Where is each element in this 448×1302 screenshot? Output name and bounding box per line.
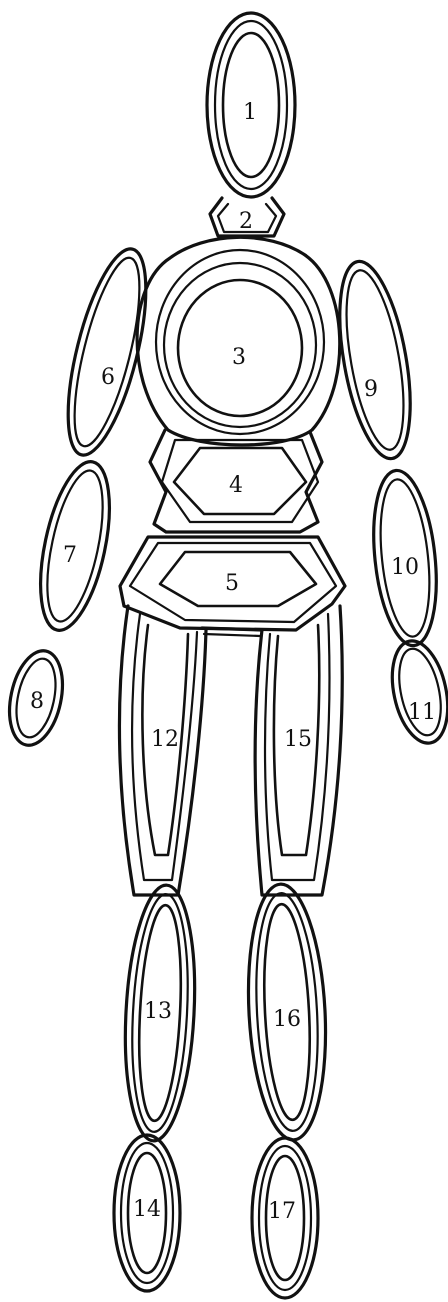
segment-chest-label: 3: [232, 345, 246, 370]
segment-left-thigh: 15: [255, 606, 342, 895]
segment-pelvis-label: 5: [225, 571, 239, 596]
segment-left-thigh-label: 15: [284, 727, 312, 752]
segment-right-hand: 8: [2, 646, 71, 750]
crotch-bar: [202, 628, 262, 636]
segment-right-upper-arm: 6: [52, 242, 162, 462]
segment-neck-label: 2: [239, 209, 253, 234]
segment-left-upper-arm-label: 9: [364, 377, 378, 402]
segment-right-foot-label: 14: [133, 1197, 161, 1222]
segment-left-foot: 17: [252, 1138, 318, 1298]
segment-left-forearm: 10: [366, 467, 444, 648]
segment-chest: 3: [137, 237, 340, 445]
segment-head: 1: [207, 13, 295, 197]
segment-neck: 2: [210, 198, 284, 236]
segment-right-upper-arm-label: 6: [101, 365, 115, 390]
segment-left-upper-arm: 9: [327, 256, 423, 464]
segment-right-shank: 13: [119, 883, 200, 1142]
segment-head-label: 1: [243, 100, 257, 125]
segment-right-forearm: 7: [28, 456, 122, 637]
segment-right-thigh-label: 12: [151, 727, 179, 752]
segment-right-shank-label: 13: [144, 999, 172, 1024]
segment-left-hand-label: 11: [408, 700, 436, 725]
segment-right-foot: 14: [114, 1135, 180, 1291]
segment-right-hand-label: 8: [30, 689, 44, 714]
segment-right-thigh: 12: [119, 606, 206, 895]
segment-left-shank: 16: [242, 882, 331, 1142]
segment-left-hand: 11: [384, 636, 448, 749]
segment-left-shank-label: 16: [273, 1007, 301, 1032]
segment-left-forearm-label: 10: [391, 555, 419, 580]
segment-abdomen-label: 4: [229, 473, 243, 498]
segment-left-foot-label: 17: [268, 1199, 296, 1224]
segment-right-forearm-label: 7: [63, 543, 77, 568]
segment-pelvis: 5: [120, 537, 345, 630]
